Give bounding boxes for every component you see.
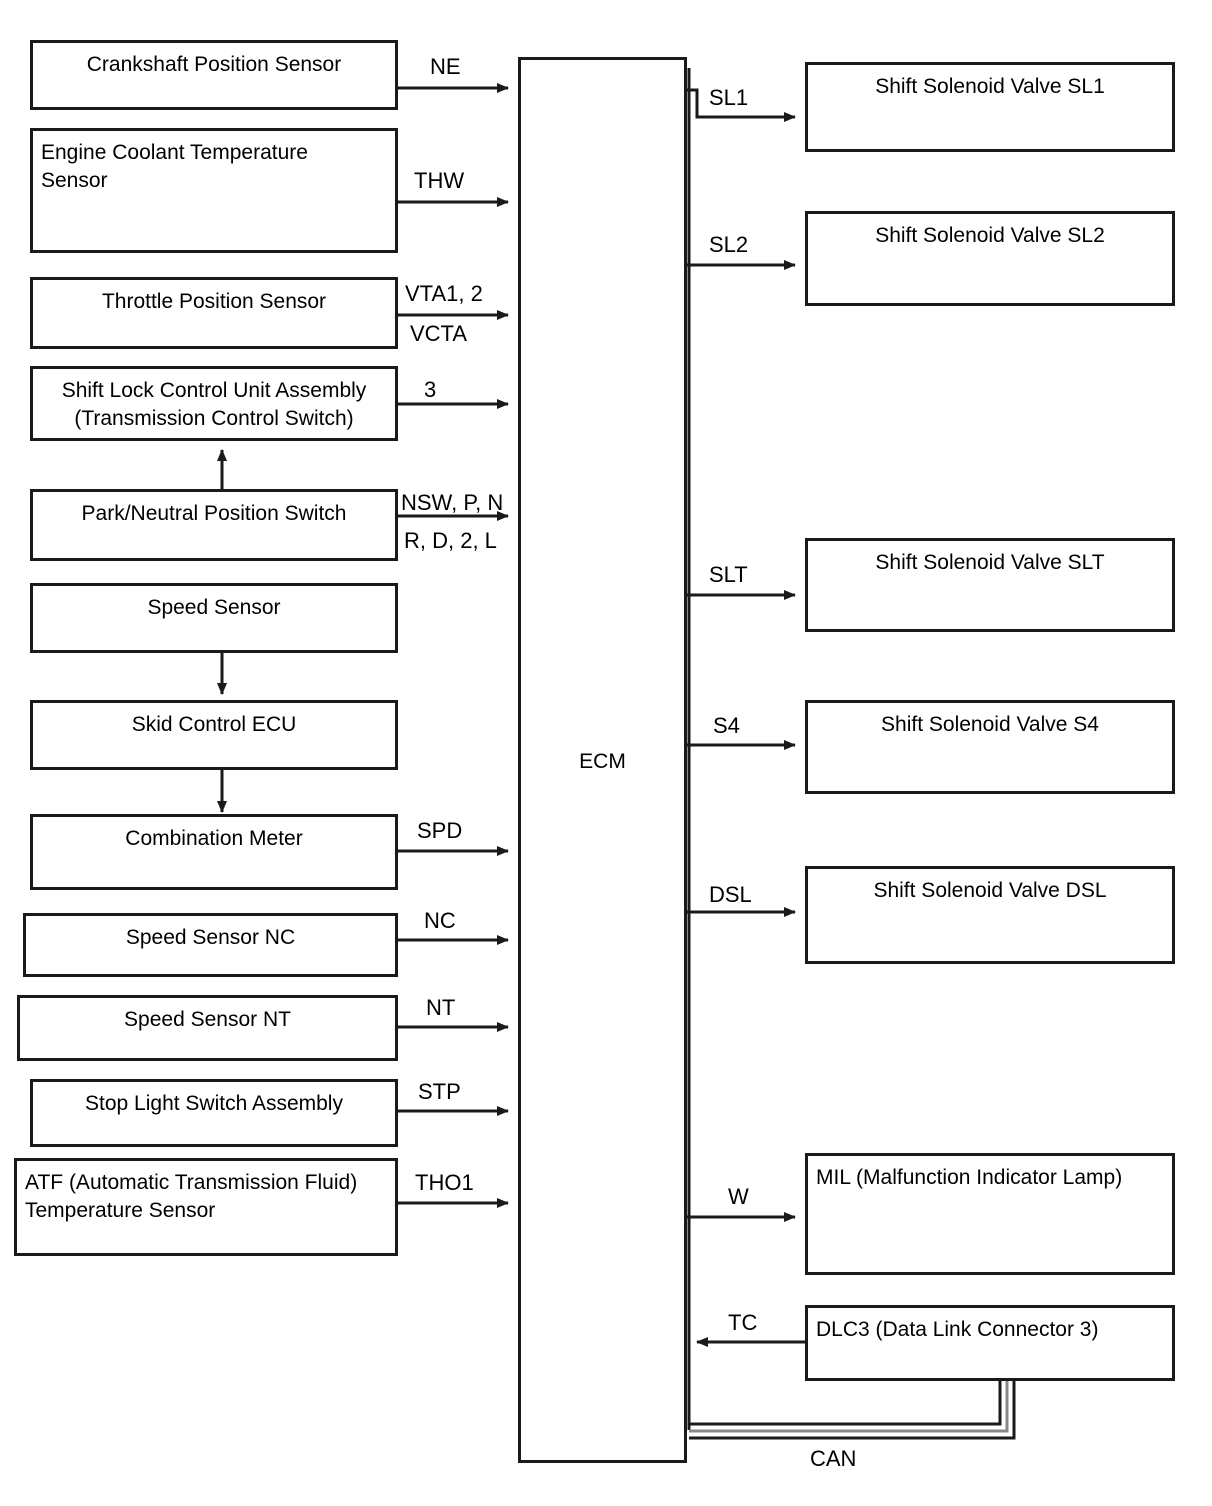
signal-label-s4: S4: [713, 713, 740, 738]
speed-sensor-nt-label: Speed Sensor NT: [124, 1008, 291, 1031]
stop-light-switch-assembly-label: Stop Light Switch Assembly: [85, 1092, 343, 1115]
speed-sensor-nt-box[interactable]: Speed Sensor NT: [17, 995, 398, 1061]
signal-label-vcta: VCTA: [410, 321, 468, 346]
speed-sensor-box[interactable]: Speed Sensor: [30, 583, 398, 653]
signal-label-ne: NE: [430, 54, 461, 79]
signal-label-tc: TC: [728, 1310, 758, 1335]
mil-label: MIL (Malfunction Indicator Lamp): [816, 1166, 1123, 1189]
shift-solenoid-valve-sl1-label: Shift Solenoid Valve SL1: [875, 75, 1105, 98]
signal-label-stp: STP: [418, 1079, 461, 1104]
dlc3-label: DLC3 (Data Link Connector 3): [816, 1318, 1099, 1341]
park-neutral-position-switch-box[interactable]: Park/Neutral Position Switch: [30, 489, 398, 561]
combination-meter-label: Combination Meter: [125, 827, 303, 850]
signal-label-3: 3: [424, 377, 437, 402]
ecm-box[interactable]: ECM: [518, 57, 687, 1463]
shift-solenoid-valve-sl1-box[interactable]: Shift Solenoid Valve SL1: [805, 62, 1175, 152]
park-neutral-position-switch-label: Park/Neutral Position Switch: [81, 502, 347, 525]
dlc3-box[interactable]: DLC3 (Data Link Connector 3): [805, 1305, 1175, 1381]
shift-solenoid-valve-dsl-box[interactable]: Shift Solenoid Valve DSL: [805, 866, 1175, 964]
throttle-position-sensor-label: Throttle Position Sensor: [101, 290, 327, 313]
signal-label-nc: NC: [424, 908, 456, 933]
signal-label-spd: SPD: [417, 818, 463, 843]
crankshaft-position-sensor-label: Crankshaft Position Sensor: [86, 53, 342, 76]
signal-label-vta: VTA1, 2: [405, 281, 483, 306]
throttle-position-sensor-box[interactable]: Throttle Position Sensor: [30, 277, 398, 349]
signal-label-nt: NT: [426, 995, 456, 1020]
signal-label-thw: THW: [414, 168, 465, 193]
skid-control-ecu-label: Skid Control ECU: [131, 713, 297, 736]
shift-solenoid-valve-sl2-label: Shift Solenoid Valve SL2: [875, 224, 1105, 247]
atf-temperature-sensor-label: ATF (Automatic Transmission Fluid) Tempe…: [25, 1171, 358, 1223]
skid-control-ecu-box[interactable]: Skid Control ECU: [30, 700, 398, 770]
speed-sensor-nc-label: Speed Sensor NC: [125, 926, 296, 949]
combination-meter-box[interactable]: Combination Meter: [30, 814, 398, 890]
stop-light-switch-assembly-box[interactable]: Stop Light Switch Assembly: [30, 1079, 398, 1147]
atf-temperature-sensor-box[interactable]: ATF (Automatic Transmission Fluid) Tempe…: [14, 1158, 398, 1256]
shift-solenoid-valve-s4-label: Shift Solenoid Valve S4: [881, 713, 1099, 736]
shift-solenoid-valve-slt-box[interactable]: Shift Solenoid Valve SLT: [805, 538, 1175, 632]
speed-sensor-nc-box[interactable]: Speed Sensor NC: [23, 913, 398, 977]
shift-lock-control-unit-assembly-label: Shift Lock Control Unit Assembly (Transm…: [61, 379, 367, 431]
shift-solenoid-valve-sl2-box[interactable]: Shift Solenoid Valve SL2: [805, 211, 1175, 306]
shift-solenoid-valve-slt-label: Shift Solenoid Valve SLT: [875, 551, 1105, 574]
can-bus-label: CAN: [810, 1446, 857, 1471]
engine-coolant-temperature-sensor-label: Engine Coolant Temperature Sensor: [41, 141, 308, 193]
signal-label-tho1: THO1: [415, 1170, 474, 1195]
speed-sensor-label: Speed Sensor: [147, 596, 281, 619]
crankshaft-position-sensor-box[interactable]: Crankshaft Position Sensor: [30, 40, 398, 110]
mil-box[interactable]: MIL (Malfunction Indicator Lamp): [805, 1153, 1175, 1275]
signal-label-sl1: SL1: [709, 85, 749, 110]
signal-label-rd2l: R, D, 2, L: [404, 528, 497, 553]
engine-coolant-temperature-sensor-box[interactable]: Engine Coolant Temperature Sensor: [30, 128, 398, 253]
signal-label-w: W: [728, 1184, 749, 1209]
shift-solenoid-valve-s4-box[interactable]: Shift Solenoid Valve S4: [805, 700, 1175, 794]
shift-lock-control-unit-assembly-box[interactable]: Shift Lock Control Unit Assembly (Transm…: [30, 366, 398, 441]
signal-label-sl2: SL2: [709, 232, 749, 257]
ecm-label: ECM: [579, 750, 626, 773]
signal-label-dsl: DSL: [709, 882, 752, 907]
signal-label-nsw: NSW, P, N: [401, 490, 504, 515]
shift-solenoid-valve-dsl-label: Shift Solenoid Valve DSL: [873, 879, 1107, 902]
signal-label-slt: SLT: [709, 562, 748, 587]
